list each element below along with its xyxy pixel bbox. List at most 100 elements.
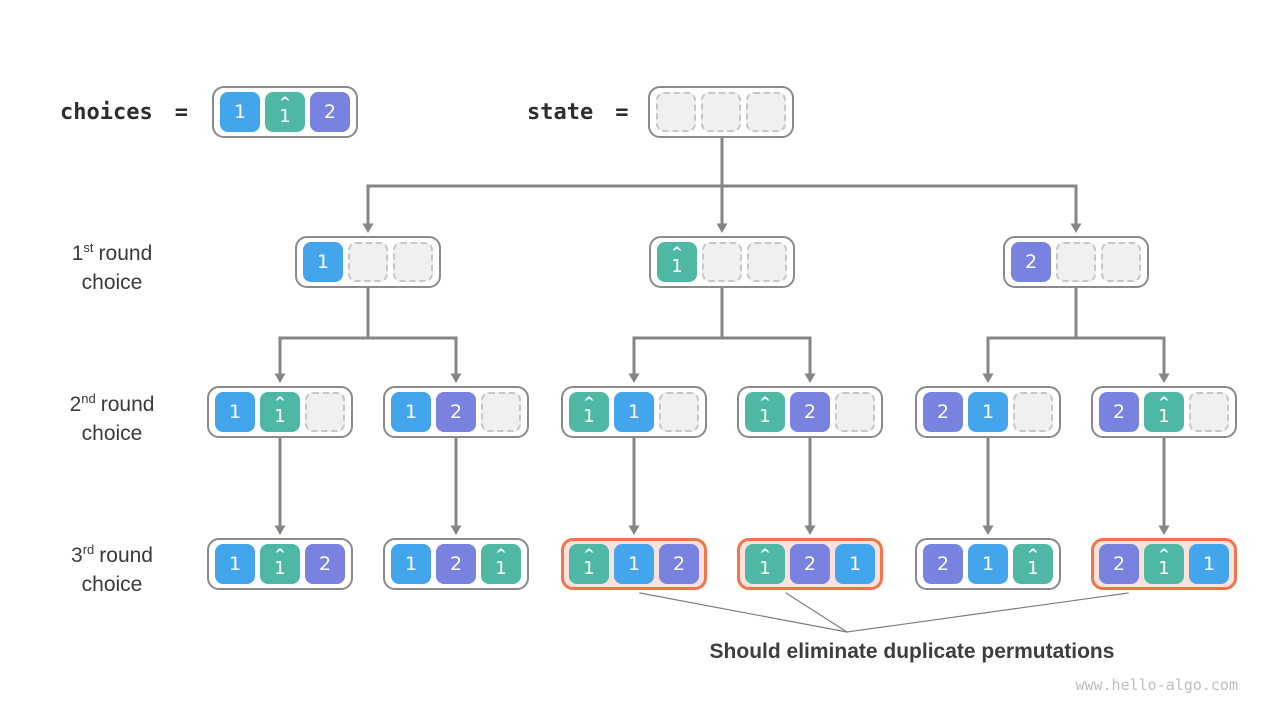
cell-2: 2 bbox=[1011, 242, 1051, 282]
cell-1: 1 bbox=[968, 392, 1008, 432]
hat-digit: 1 bbox=[1158, 558, 1170, 579]
cell-2: 2 bbox=[923, 544, 963, 584]
cell-1: 1 bbox=[835, 544, 875, 584]
hat-digit: 1 bbox=[759, 558, 771, 579]
hat-digit: 1 bbox=[1158, 406, 1170, 427]
cell-empty bbox=[702, 242, 742, 282]
cell-2: 2 bbox=[436, 392, 476, 432]
hat-caret: ^ bbox=[1027, 547, 1039, 563]
cell-1: 1 bbox=[220, 92, 260, 132]
hat-digit: 1 bbox=[274, 558, 286, 579]
hat-caret: ^ bbox=[274, 395, 286, 411]
round-3-line2: choice bbox=[81, 573, 143, 596]
hat-caret: ^ bbox=[759, 547, 771, 563]
cell-1-hat: ^1 bbox=[260, 544, 300, 584]
cell-1-hat: ^1 bbox=[569, 392, 609, 432]
cell-empty bbox=[305, 392, 345, 432]
cell-2: 2 bbox=[1099, 392, 1139, 432]
hat-digit: 1 bbox=[279, 106, 291, 127]
cell-1: 1 bbox=[215, 392, 255, 432]
watermark: www.hello-algo.com bbox=[1075, 676, 1238, 694]
cell-empty bbox=[746, 92, 786, 132]
duplicate-permutations-note: Should eliminate duplicate permutations bbox=[709, 640, 1115, 663]
choices-word: choices bbox=[60, 99, 153, 125]
cell-empty bbox=[701, 92, 741, 132]
cell-empty bbox=[1013, 392, 1053, 432]
cell-1-hat: ^1 bbox=[569, 544, 609, 584]
cell-2: 2 bbox=[310, 92, 350, 132]
cell-1-hat: ^1 bbox=[1144, 544, 1184, 584]
cell-1: 1 bbox=[391, 392, 431, 432]
cell-empty bbox=[348, 242, 388, 282]
hat-caret: ^ bbox=[1158, 395, 1170, 411]
hat-caret: ^ bbox=[583, 547, 595, 563]
tree-node-r2-0: 1^1 bbox=[207, 386, 353, 438]
state-word: state bbox=[527, 99, 594, 125]
cell-1-hat: ^1 bbox=[657, 242, 697, 282]
cell-empty bbox=[1101, 242, 1141, 282]
cell-empty bbox=[481, 392, 521, 432]
hat-digit: 1 bbox=[1027, 558, 1039, 579]
state-box bbox=[648, 86, 794, 138]
cell-1: 1 bbox=[614, 392, 654, 432]
state-label: state = bbox=[527, 99, 628, 125]
cell-empty bbox=[1189, 392, 1229, 432]
cell-2: 2 bbox=[436, 544, 476, 584]
cell-1: 1 bbox=[391, 544, 431, 584]
cell-empty bbox=[835, 392, 875, 432]
hat-caret: ^ bbox=[1158, 547, 1170, 563]
hat-caret: ^ bbox=[759, 395, 771, 411]
hat-caret: ^ bbox=[495, 547, 507, 563]
round-2-line2: choice bbox=[81, 422, 143, 445]
cell-1: 1 bbox=[215, 544, 255, 584]
cell-empty bbox=[659, 392, 699, 432]
cell-1-hat: ^1 bbox=[1013, 544, 1053, 584]
cell-1-hat: ^1 bbox=[745, 544, 785, 584]
hat-digit: 1 bbox=[274, 406, 286, 427]
cell-1: 1 bbox=[968, 544, 1008, 584]
cell-1-hat: ^1 bbox=[745, 392, 785, 432]
hat-caret: ^ bbox=[583, 395, 595, 411]
cell-2: 2 bbox=[790, 392, 830, 432]
hat-caret: ^ bbox=[274, 547, 286, 563]
equals-sign: = bbox=[174, 99, 188, 125]
cell-1: 1 bbox=[1189, 544, 1229, 584]
cell-2: 2 bbox=[790, 544, 830, 584]
hat-digit: 1 bbox=[671, 256, 683, 277]
hat-caret: ^ bbox=[671, 245, 683, 261]
cell-1-hat: ^1 bbox=[265, 92, 305, 132]
tree-node-r1-2: 2 bbox=[1003, 236, 1149, 288]
tree-node-r1-0: 1 bbox=[295, 236, 441, 288]
tree-node-r2-5: 2 ^1 bbox=[1091, 386, 1237, 438]
cell-1-hat: ^1 bbox=[260, 392, 300, 432]
cell-1: 1 bbox=[303, 242, 343, 282]
cell-empty bbox=[656, 92, 696, 132]
hat-digit: 1 bbox=[583, 558, 595, 579]
hat-digit: 1 bbox=[495, 558, 507, 579]
cell-2: 2 bbox=[305, 544, 345, 584]
cell-2: 2 bbox=[659, 544, 699, 584]
cell-empty bbox=[393, 242, 433, 282]
hat-digit: 1 bbox=[583, 406, 595, 427]
choices-label: choices = bbox=[60, 99, 188, 125]
tree-node-r1-1: ^1 bbox=[649, 236, 795, 288]
cell-1: 1 bbox=[614, 544, 654, 584]
cell-empty bbox=[1056, 242, 1096, 282]
cell-1-hat: ^1 bbox=[481, 544, 521, 584]
equals-sign: = bbox=[615, 99, 629, 125]
